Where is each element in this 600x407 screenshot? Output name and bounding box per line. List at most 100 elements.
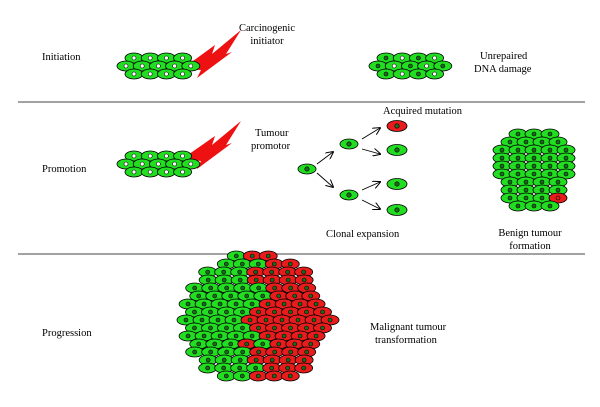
malignant-cell-icon: [297, 282, 317, 294]
benign-cell-icon: [185, 306, 204, 318]
normal-cell-icon: [156, 166, 176, 178]
malignant-cell-icon: [290, 298, 310, 310]
benign-cell-icon: [556, 168, 576, 180]
benign-cell-icon: [548, 176, 568, 188]
benign-cell-icon: [214, 354, 234, 366]
normal-cell-icon: [173, 150, 193, 162]
arrow-icon: [361, 128, 380, 140]
arrow-icon: [361, 182, 380, 191]
malignant-cell-icon: [294, 354, 314, 366]
benign-cell-icon: [548, 184, 568, 196]
normal-cell-icon: [140, 166, 160, 178]
dna-damage-label-line1: Unrepaired: [480, 51, 528, 62]
benign-cell-icon: [524, 200, 544, 212]
normal-cell-icon: [173, 166, 193, 178]
normal-cell-icon: [132, 60, 152, 72]
normal-cell-icon: [181, 60, 201, 72]
benign-cell-icon: [508, 152, 528, 164]
stage-label-promotion: Promotion: [42, 164, 87, 175]
benign-cell-icon: [516, 192, 536, 204]
malignant-cell-icon: [280, 370, 300, 382]
benign-cell-icon: [185, 346, 205, 358]
arrow-icon: [316, 152, 333, 165]
normal-cell-icon: [173, 52, 193, 64]
arrow-icon: [361, 149, 380, 154]
malignant-cell-icon: [301, 338, 321, 350]
single-cell-icon: [339, 138, 359, 150]
single-cell-icon: [386, 178, 408, 190]
benign-cell-icon: [524, 160, 544, 172]
benign-cell-icon: [516, 176, 536, 188]
initiator-label-line1: Carcinogenic: [239, 23, 295, 34]
acquired-mutation-label: Acquired mutation: [383, 106, 463, 117]
damaged-cell-icon: [392, 68, 412, 80]
normal-cell-icon: [124, 166, 144, 178]
mutated-cell-icon: [548, 192, 568, 204]
normal-cell-icon: [124, 68, 144, 80]
arrow-icon: [316, 172, 333, 187]
malignant-cell-icon: [281, 306, 300, 318]
benign-cell-icon: [214, 274, 234, 286]
single-cell-icon: [386, 204, 408, 216]
malignant-cell-icon: [246, 274, 266, 286]
benign-cell-icon: [556, 160, 576, 172]
benign-cell-icon: [232, 370, 252, 382]
benign-cell-icon: [178, 330, 198, 342]
malignant-cell-icon: [313, 322, 332, 334]
damaged-cell-icon: [392, 52, 412, 64]
benign-cell-icon: [233, 322, 252, 334]
damaged-cell-icon: [425, 52, 445, 64]
benign-tumour-label-line2: formation: [509, 241, 551, 252]
normal-cell-icon: [148, 60, 168, 72]
dna-damage-label-line2: DNA damage: [474, 64, 532, 75]
benign-cell-icon: [540, 200, 560, 212]
benign-cell-icon: [508, 200, 528, 212]
malignant-cell-icon: [278, 354, 298, 366]
malignant-cell-icon: [280, 258, 300, 270]
benign-cell-icon: [198, 362, 218, 374]
benign-cell-icon: [556, 152, 576, 164]
benign-cell-icon: [540, 160, 560, 172]
tumour-promotor-bolt-icon: [182, 121, 241, 169]
single-cell-icon: [339, 189, 359, 201]
benign-cell-icon: [540, 128, 560, 140]
arrow-icon: [361, 199, 380, 209]
stage-label-initiation: Initiation: [42, 52, 81, 63]
normal-cell-icon: [173, 68, 193, 80]
initiator-label-line2: initiator: [250, 36, 284, 47]
benign-cell-icon: [500, 192, 520, 204]
benign-cell-icon: [230, 354, 250, 366]
malignant-cell-icon: [306, 298, 326, 310]
benign-cell-icon: [524, 168, 544, 180]
promotor-label-line2: promotor: [251, 141, 291, 152]
malignant-cell-icon: [248, 370, 268, 382]
malignant-cell-icon: [306, 330, 326, 342]
benign-cell-icon: [248, 258, 268, 270]
promotor-label-line1: Tumour: [255, 128, 289, 139]
damaged-cell-icon: [425, 68, 445, 80]
normal-cell-icon: [156, 68, 176, 80]
stage-label-progression: Progression: [42, 328, 92, 339]
damaged-cell-icon: [417, 60, 437, 72]
single-cell-icon: [386, 144, 408, 156]
damaged-cell-icon: [408, 68, 428, 80]
mutated-cell-icon: [386, 120, 408, 132]
benign-cell-icon: [176, 314, 196, 326]
malignant-label-line1: Malignant tumour: [370, 322, 447, 333]
benign-cell-icon: [230, 274, 250, 286]
benign-cell-icon: [508, 168, 528, 180]
benign-cell-icon: [216, 370, 236, 382]
normal-cell-icon: [140, 52, 160, 64]
benign-tumour-label-line1: Benign tumour: [498, 228, 562, 239]
benign-cell-icon: [540, 144, 560, 156]
benign-cell-icon: [201, 282, 221, 294]
benign-cell-icon: [532, 192, 552, 204]
damaged-cell-icon: [368, 60, 388, 72]
benign-cell-icon: [198, 354, 218, 366]
malignant-cell-icon: [294, 362, 314, 374]
damaged-cell-icon: [433, 60, 453, 72]
normal-cell-icon: [181, 158, 201, 170]
malignant-label-line2: transformation: [375, 335, 438, 346]
single-cell-icon: [297, 163, 317, 175]
